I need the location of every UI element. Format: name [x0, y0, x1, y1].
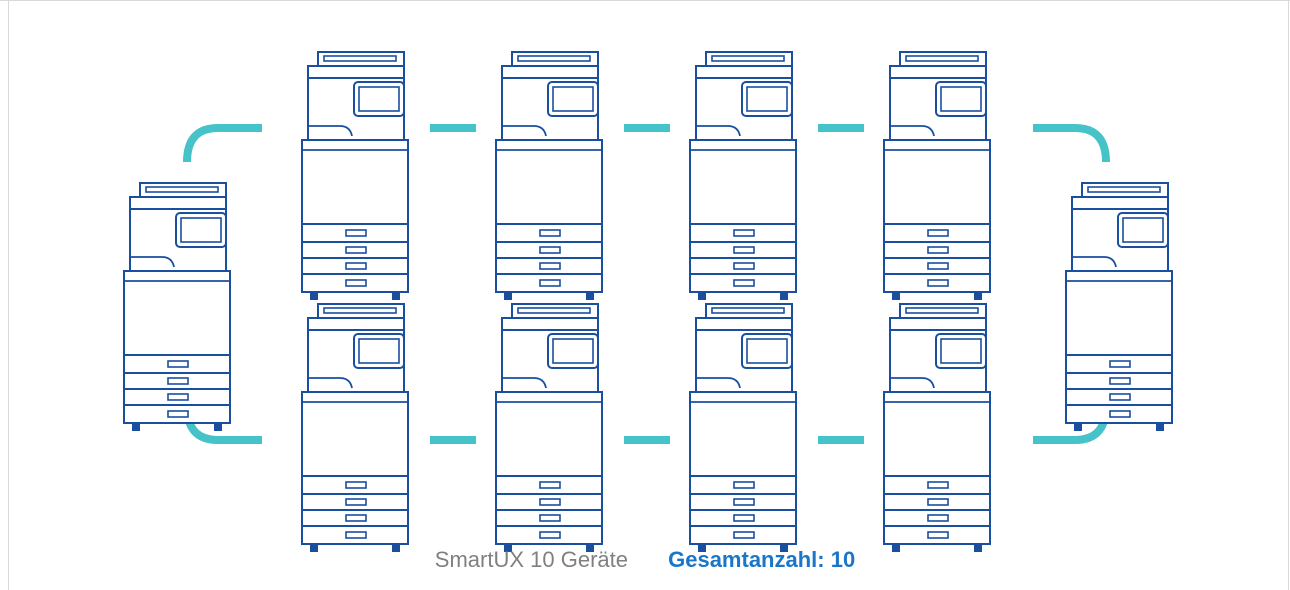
- connector-top-right: [1033, 124, 1110, 163]
- connector-top-left: [183, 124, 262, 163]
- printer-icon: [883, 303, 991, 553]
- printer-icon: [689, 51, 797, 301]
- diagram-caption: SmartUX 10 Geräte Gesamtanzahl: 10: [0, 545, 1290, 575]
- printer-icon: [1065, 182, 1173, 432]
- total-count-label: Gesamtanzahl: 10: [668, 547, 856, 572]
- device-count-label: SmartUX 10 Geräte: [434, 547, 628, 572]
- printer-icon: [301, 51, 409, 301]
- printer-icon: [495, 51, 603, 301]
- frame-border-top: [0, 0, 1290, 1]
- frame-border-right: [1288, 0, 1289, 590]
- printer-icon: [123, 182, 231, 432]
- printer-icon: [301, 303, 409, 553]
- frame-border-left: [8, 0, 9, 590]
- printer-icon: [689, 303, 797, 553]
- printer-icon: [495, 303, 603, 553]
- printer-icon: [883, 51, 991, 301]
